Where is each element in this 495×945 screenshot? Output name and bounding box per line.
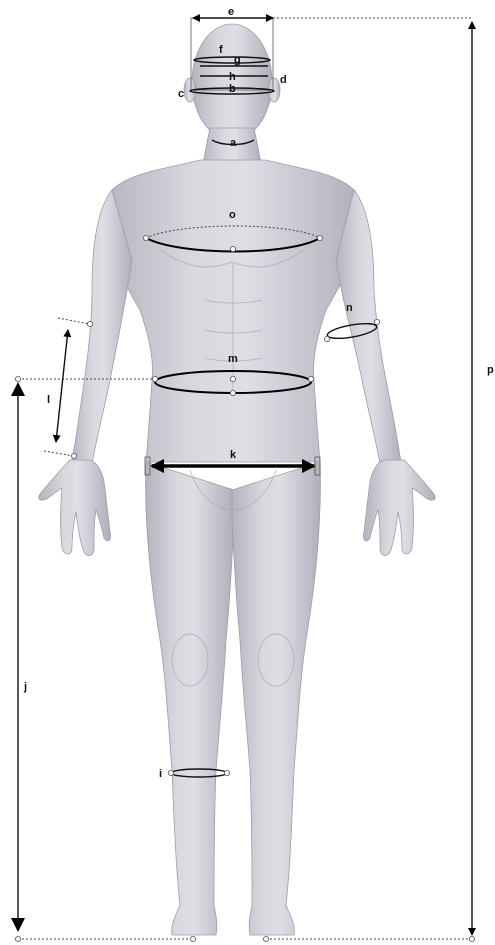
right-hand [363,460,435,555]
label-g: g [234,54,241,66]
label-e: e [228,6,234,18]
label-c: c [178,88,184,100]
label-l: l [47,394,50,406]
foot-marker [469,936,474,941]
label-o: o [229,209,236,221]
left-hand [39,460,111,555]
label-f: f [219,44,223,56]
label-a: a [230,137,237,149]
human-figure [39,24,436,935]
foot-marker [263,936,268,941]
left-leg [146,462,234,935]
label-n: n [346,302,353,314]
left-arm [70,190,132,474]
label-k: k [230,449,237,461]
label-h: h [229,71,236,83]
label-d: d [280,74,287,86]
label-j: j [23,681,27,693]
label-b: b [229,83,236,95]
label-m: m [228,353,238,365]
right-leg [232,462,320,935]
label-i: i [159,768,162,780]
label-p: p [487,364,494,376]
